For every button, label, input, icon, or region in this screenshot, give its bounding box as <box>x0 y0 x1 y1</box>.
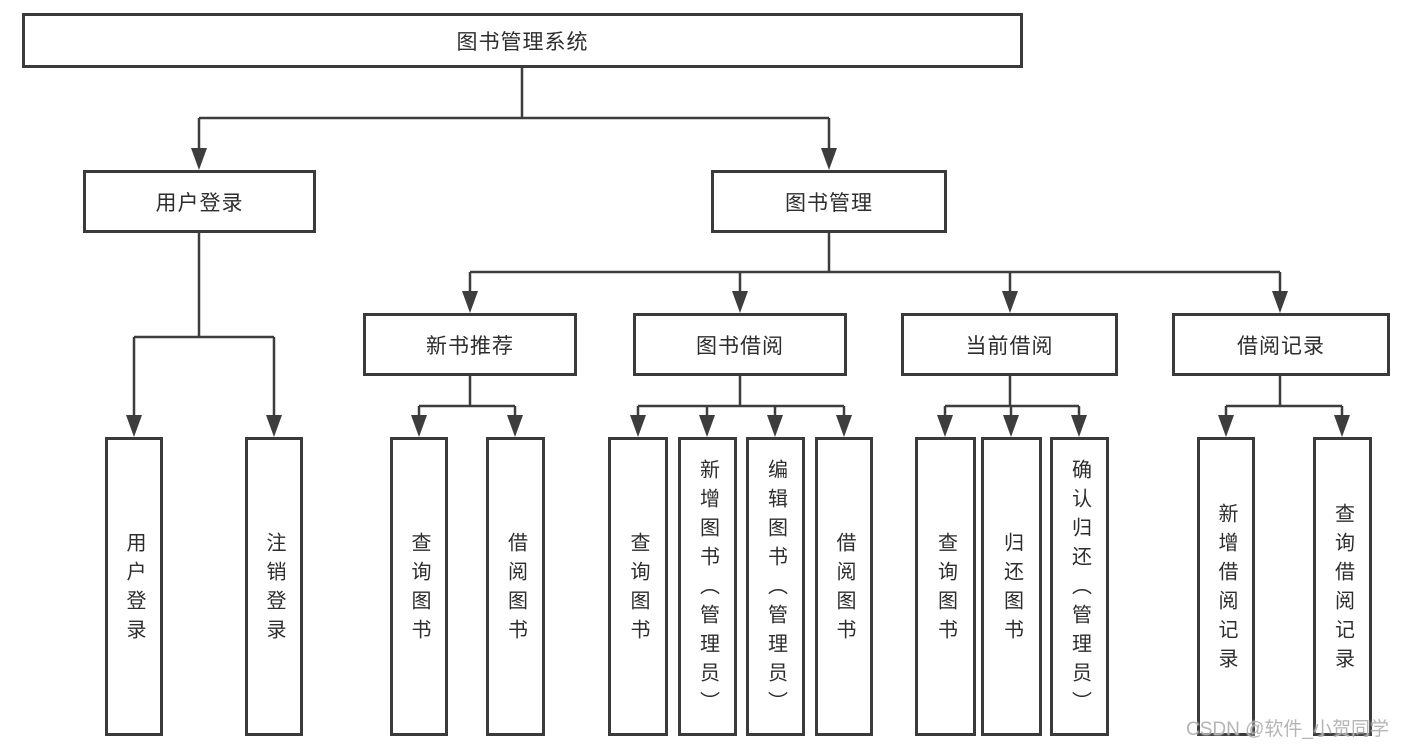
arrow-down-icon <box>1071 415 1087 437</box>
node-leaf-return-books: 归还图书 <box>981 437 1042 736</box>
arrowheads <box>126 148 1350 437</box>
arrow-down-icon <box>821 148 837 170</box>
watermark: CSDN @软件_小贺同学 <box>1186 719 1389 740</box>
arrow-down-icon <box>126 415 142 437</box>
node-user-login: 用户登录 <box>83 170 316 233</box>
node-leaf-confirm-return-admin: 确认归还（管理员） <box>1050 437 1109 736</box>
node-leaf-query-books-borrowing: 查询图书 <box>608 437 668 736</box>
node-leaf-query-borrow-record: 查询借阅记录 <box>1313 437 1372 736</box>
arrow-down-icon <box>630 415 646 437</box>
node-book-management: 图书管理 <box>711 170 947 233</box>
arrow-down-icon <box>191 148 207 170</box>
node-leaf-user-login: 用户登录 <box>105 437 163 736</box>
arrow-down-icon <box>1334 415 1350 437</box>
node-leaf-borrow-books-borrowing: 借阅图书 <box>815 437 873 736</box>
arrow-down-icon <box>937 415 953 437</box>
connector-path <box>132 68 1344 423</box>
arrow-down-icon <box>266 415 282 437</box>
node-current-borrowing: 当前借阅 <box>901 313 1118 376</box>
arrow-down-icon <box>732 291 748 313</box>
node-leaf-add-book-admin: 新增图书（管理员） <box>678 437 737 736</box>
node-book-borrowing: 图书借阅 <box>633 313 847 376</box>
node-leaf-borrow-books-recommend: 借阅图书 <box>486 437 545 736</box>
arrow-down-icon <box>767 415 783 437</box>
arrow-down-icon <box>1003 415 1019 437</box>
arrow-down-icon <box>462 291 478 313</box>
arrow-down-icon <box>1272 291 1288 313</box>
node-leaf-add-borrow-record: 新增借阅记录 <box>1197 437 1255 736</box>
node-leaf-query-books-current: 查询图书 <box>915 437 976 736</box>
node-new-book-recommend: 新书推荐 <box>363 313 577 376</box>
arrow-down-icon <box>836 415 852 437</box>
arrow-down-icon <box>699 415 715 437</box>
node-leaf-logout: 注销登录 <box>245 437 303 736</box>
arrow-down-icon <box>411 415 427 437</box>
arrow-down-icon <box>1218 415 1234 437</box>
node-system-root: 图书管理系统 <box>22 13 1023 68</box>
node-borrowing-records: 借阅记录 <box>1172 313 1390 376</box>
arrow-down-icon <box>507 415 523 437</box>
node-leaf-query-books-recommend: 查询图书 <box>390 437 448 736</box>
arrow-down-icon <box>1002 291 1018 313</box>
node-leaf-edit-book-admin: 编辑图书（管理员） <box>746 437 805 736</box>
